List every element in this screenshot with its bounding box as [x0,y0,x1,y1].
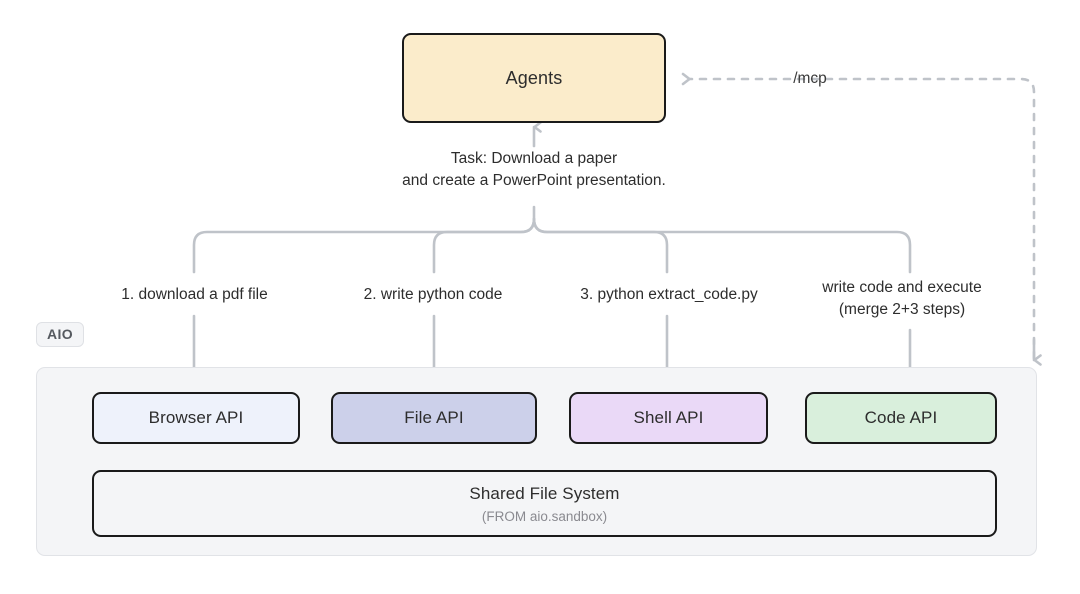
step-label-3: 3. python extract_code.py [580,286,758,303]
browser-api-node[interactable]: Browser API [92,392,300,444]
shell-api-label: Shell API [633,408,704,428]
code-api-node[interactable]: Code API [805,392,997,444]
shared-file-system-node[interactable]: Shared File System (FROM aio.sandbox) [92,470,997,537]
shell-api-node[interactable]: Shell API [569,392,768,444]
code-api-label: Code API [864,408,938,428]
edge-fanout-bus [192,205,912,274]
file-api-node[interactable]: File API [331,392,537,444]
step-label-1: 1. download a pdf file [121,286,268,303]
task-caption: Task: Download a paper and create a Powe… [402,150,666,190]
shared-file-system-label: Shared File System [469,483,620,503]
agents-node-label: Agents [505,67,563,88]
mcp-label: /mcp [793,70,827,87]
step-label-2: 2. write python code [363,286,503,303]
file-api-label: File API [404,408,464,428]
shared-file-system-sublabel: (FROM aio.sandbox) [481,509,608,525]
step-label-4: write code and execute (merge 2+3 steps) [822,279,982,318]
aio-badge: AIO [36,322,85,347]
browser-api-label: Browser API [148,408,244,428]
agents-node[interactable]: Agents [402,33,666,123]
